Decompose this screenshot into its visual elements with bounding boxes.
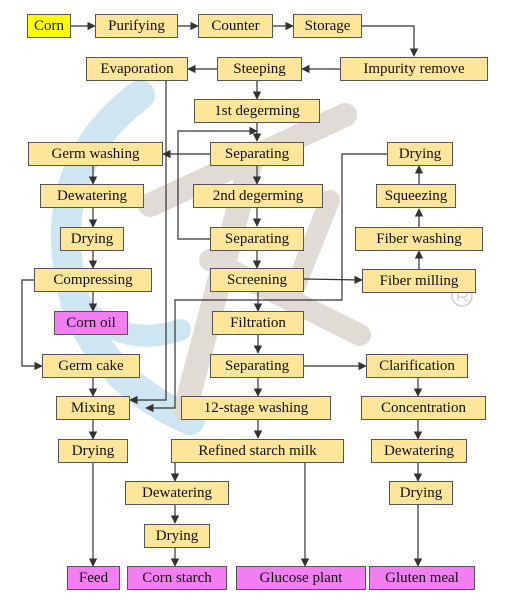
node-separating-3: Separating bbox=[210, 354, 304, 378]
node-impurity-remove: Impurity remove bbox=[340, 57, 488, 81]
node-compressing: Compressing bbox=[34, 268, 152, 292]
node-fiber-milling: Fiber milling bbox=[362, 269, 476, 293]
node-dewatering-germ: Dewatering bbox=[40, 184, 144, 208]
node-squeezing: Squeezing bbox=[376, 184, 456, 208]
node-corn-oil: Corn oil bbox=[54, 311, 128, 335]
node-filtration: Filtration bbox=[212, 311, 304, 335]
node-corn: Corn bbox=[27, 14, 71, 38]
node-drying-starch: Drying bbox=[144, 524, 210, 548]
node-feed: Feed bbox=[67, 566, 120, 590]
node-mixing: Mixing bbox=[56, 396, 130, 420]
node-drying-feed: Drying bbox=[58, 439, 128, 463]
node-refined-starch-milk: Refined starch milk bbox=[171, 439, 344, 463]
node-gluten-meal: Gluten meal bbox=[369, 566, 475, 590]
edge-storage-impurity bbox=[362, 25, 419, 57]
edge-screening-fibermilling bbox=[303, 275, 363, 285]
node-12-stage-washing: 12-stage washing bbox=[181, 396, 331, 420]
node-separating-2: Separating bbox=[210, 227, 304, 251]
edge-evaporation-mixing bbox=[129, 68, 171, 405]
node-screening: Screening bbox=[210, 268, 304, 292]
node-storage: Storage bbox=[293, 14, 362, 38]
node-clarification: Clarification bbox=[366, 354, 468, 378]
node-1st-degerming: 1st degerming bbox=[194, 99, 320, 123]
node-concentration: Concentration bbox=[361, 396, 486, 420]
node-2nd-degerming: 2nd degerming bbox=[193, 184, 323, 208]
node-evaporation: Evaporation bbox=[86, 57, 188, 81]
node-drying-gluten: Drying bbox=[389, 481, 453, 505]
node-purifying: Purifying bbox=[95, 14, 178, 38]
edge-separating2-return bbox=[177, 126, 258, 240]
node-counter: Counter bbox=[198, 14, 273, 38]
edge-fiberdrying-mixing bbox=[145, 153, 387, 413]
node-drying-fiber: Drying bbox=[387, 142, 453, 166]
node-germ-cake: Germ cake bbox=[42, 354, 140, 378]
edge-compressing-germcake bbox=[21, 279, 43, 371]
node-germ-washing: Germ washing bbox=[28, 142, 163, 166]
node-drying-germ: Drying bbox=[60, 227, 124, 251]
node-dewatering-gluten: Dewatering bbox=[371, 439, 467, 463]
node-fiber-washing: Fiber washing bbox=[355, 227, 483, 251]
node-steeping: Steeping bbox=[217, 57, 302, 81]
node-glucose-plant: Glucose plant bbox=[236, 566, 366, 590]
node-corn-starch: Corn starch bbox=[127, 566, 227, 590]
node-dewatering-starch: Dewatering bbox=[125, 481, 229, 505]
node-separating-1: Separating bbox=[210, 142, 304, 166]
